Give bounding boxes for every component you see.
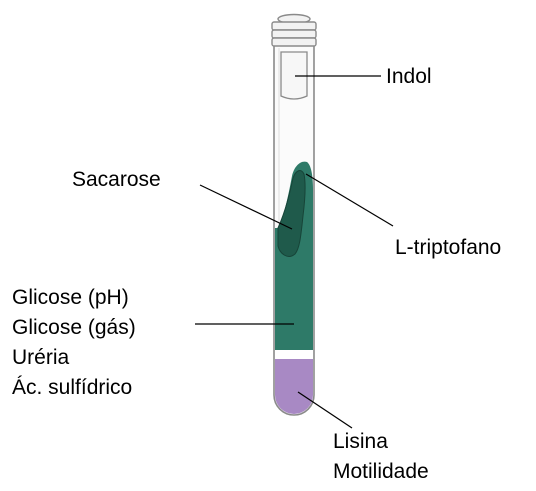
label-ureria: Uréria (12, 346, 69, 369)
leader-l-triptofano (306, 174, 393, 226)
cap-ring-3 (272, 38, 316, 46)
label-l-triptofano: L-triptofano (395, 236, 501, 259)
label-sacarose: Sacarose (72, 168, 161, 191)
label-ac-sulfidrico: Ác. sulfídrico (12, 376, 132, 399)
label-lisina: Lisina (333, 430, 388, 453)
label-glicose-ph: Glicose (pH) (12, 286, 129, 309)
cap-ring-1 (272, 22, 316, 30)
label-motilidade: Motilidade (333, 460, 429, 483)
cap-ring-2 (272, 30, 316, 38)
separator-band (275, 350, 313, 359)
label-indol: Indol (386, 65, 432, 88)
label-glicose-gas: Glicose (gás) (12, 316, 136, 339)
purple-medium (275, 359, 313, 414)
